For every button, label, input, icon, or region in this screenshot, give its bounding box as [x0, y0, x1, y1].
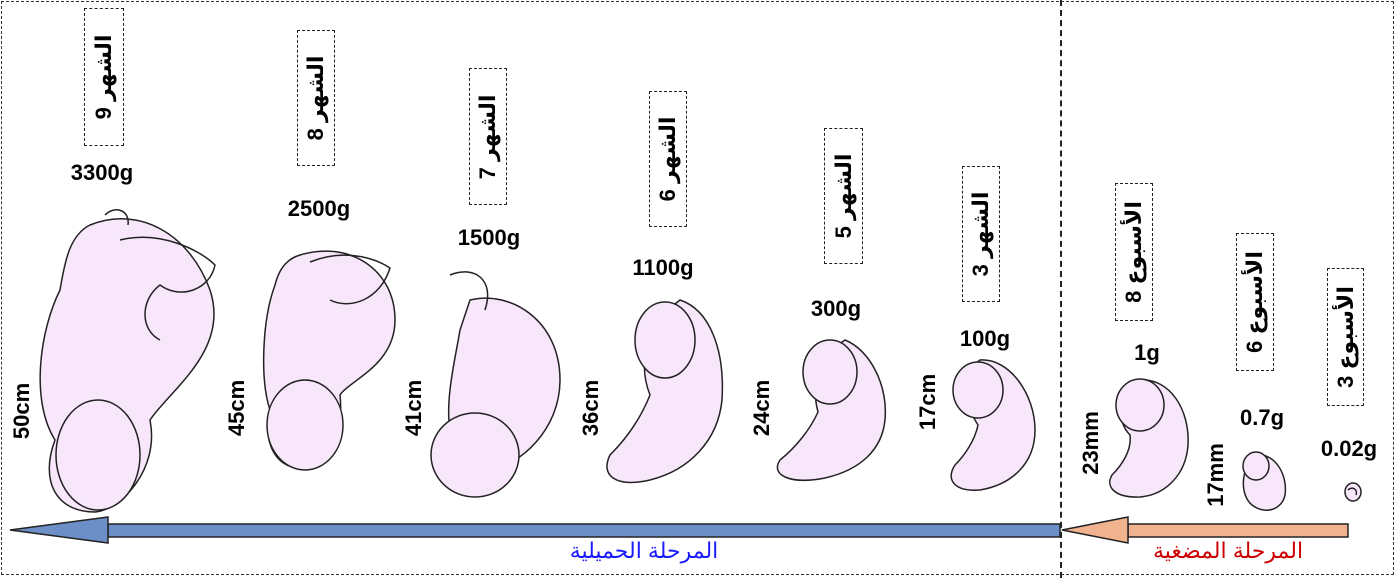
length-label: 36cm	[578, 380, 604, 436]
embryonic-stage-label: المرحلة المضغية	[968, 538, 1397, 564]
embryonic-stage-arrow-shaft	[1128, 524, 1348, 537]
fetus-month-8	[267, 380, 343, 470]
period-label: الشهر 8	[303, 56, 329, 141]
embryo-week-8	[1116, 379, 1164, 431]
period-box-9: الشهر 9	[84, 8, 124, 146]
fetus-month-5	[803, 340, 857, 404]
mass-label: 1g	[1134, 340, 1160, 366]
length-label: 17mm	[1203, 443, 1229, 507]
length-label: 17cm	[915, 374, 941, 430]
period-box-week-3: الأسبوع 3	[1327, 268, 1364, 406]
embryo-week-6	[1243, 452, 1269, 480]
length-label: 45cm	[224, 380, 250, 436]
length-label: 24cm	[749, 380, 775, 436]
period-label: الشهر 3	[968, 192, 994, 277]
period-box-5: الشهر 5	[824, 128, 863, 264]
mass-label: 100g	[960, 326, 1010, 352]
fetus-month-9	[56, 400, 140, 510]
fetus-month-7	[431, 413, 519, 497]
fetal-stage-arrow-shaft	[108, 524, 1060, 537]
period-label: الأسبوع 6	[1242, 251, 1268, 353]
mass-label: 3300g	[71, 160, 133, 186]
period-label: الشهر 9	[91, 35, 117, 120]
period-box-6: الشهر 6	[649, 91, 687, 227]
period-label: الأسبوع 8	[1121, 201, 1147, 303]
period-box-week-8: الأسبوع 8	[1115, 183, 1153, 321]
period-label: الشهر 7	[475, 94, 501, 179]
embryo-week-3	[1345, 483, 1361, 501]
fetal-stage-arrow-head	[10, 517, 108, 543]
fetus-month-3	[953, 362, 1003, 418]
mass-label: 1500g	[458, 225, 520, 251]
period-label: الشهر 6	[655, 117, 681, 202]
mass-label: 0.7g	[1240, 405, 1284, 431]
period-box-8: الشهر 8	[297, 30, 335, 166]
mass-label: 300g	[811, 296, 861, 322]
period-label: الشهر 5	[831, 154, 857, 239]
length-label: 23mm	[1078, 411, 1104, 475]
mass-label: 2500g	[288, 196, 350, 222]
fetus-month-6	[635, 302, 695, 378]
mass-label: 1100g	[632, 255, 693, 281]
period-box-7: الشهر 7	[469, 68, 507, 205]
mass-label: 0.02g	[1321, 436, 1377, 462]
period-box-week-6: الأسبوع 6	[1236, 233, 1274, 371]
period-box-3: الشهر 3	[962, 166, 1000, 302]
length-label: 50cm	[9, 383, 35, 439]
period-label: الأسبوع 3	[1333, 286, 1359, 388]
length-label: 41cm	[401, 380, 427, 436]
fetal-stage-label: المرحلة الحميلية	[384, 538, 904, 564]
